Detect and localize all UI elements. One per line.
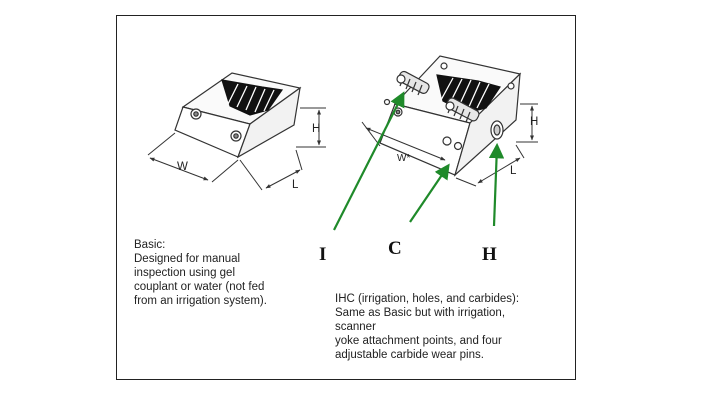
basic-line-4: from an irrigation system). (134, 295, 267, 307)
callout-I: I (319, 244, 327, 265)
dim-W: W (177, 161, 188, 173)
basic-wedge (174, 72, 302, 159)
arrow-H (488, 142, 505, 227)
dim-L: L (292, 179, 299, 191)
dim-W-star: W* (397, 153, 411, 164)
irrigation-fitting-right (445, 97, 480, 123)
ihc-line-2: Same as Basic but with irrigation, (335, 307, 506, 319)
ihc-line-3: scanner (335, 321, 376, 333)
dim-L-ihc: L (510, 165, 517, 177)
basic-title: Basic: (134, 239, 166, 251)
basic-line-1: Designed for manual (134, 253, 241, 265)
callout-arrows (333, 91, 505, 231)
callout-H: H (482, 244, 497, 265)
basic-line-3: couplant or water (not fed (134, 281, 265, 293)
ihc-wedge (379, 55, 522, 177)
dim-H-ihc: H (530, 116, 539, 128)
basic-dimensions (147, 107, 326, 191)
callout-C: C (388, 238, 402, 259)
carbide-pin (442, 136, 452, 146)
ihc-line-5: adjustable carbide wear pins. (335, 349, 484, 361)
dim-H: H (312, 123, 321, 135)
ihc-line-4: yoke attachment points, and four (335, 335, 502, 347)
ihc-line-1: IHC (irrigation, holes, and carbides): (335, 293, 520, 305)
basic-line-2: inspection using gel (134, 267, 236, 279)
arrow-I (333, 91, 405, 231)
arrow-C (409, 163, 450, 223)
ihc-dimensions (361, 103, 538, 187)
irrigation-fitting-left (396, 70, 430, 96)
